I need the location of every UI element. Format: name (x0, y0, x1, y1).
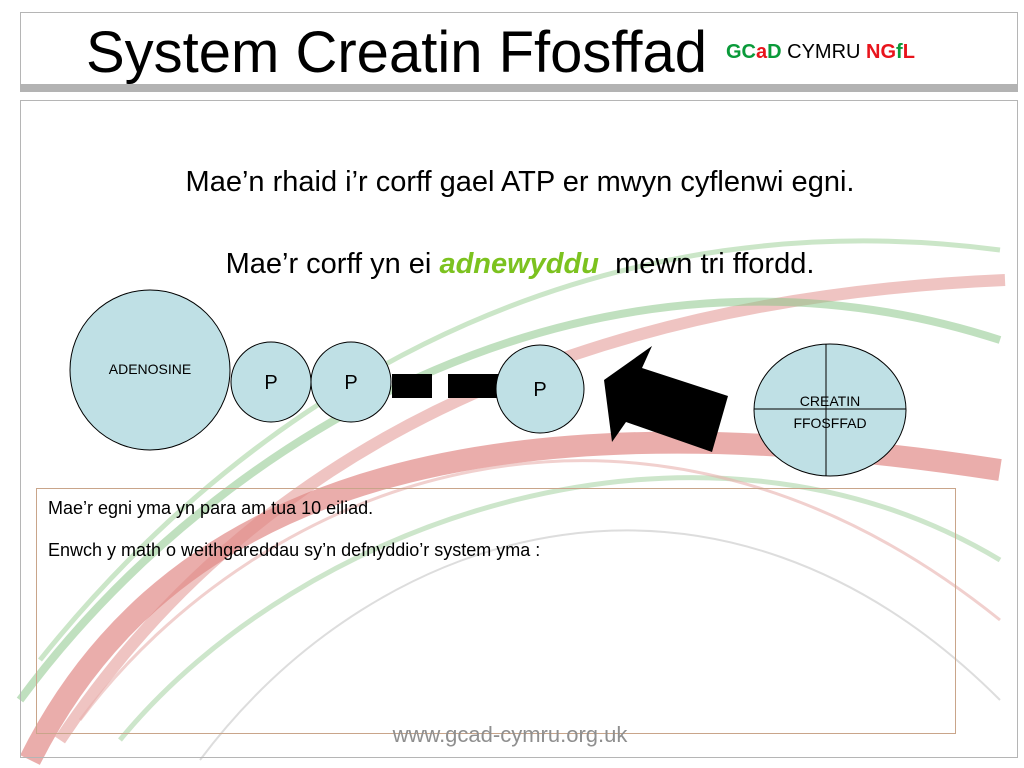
bond-left (392, 374, 432, 398)
creatine-phosphate-circle (753, 343, 907, 477)
phosphate-label-3: P (533, 379, 546, 401)
renewal-text-after: mewn tri ffordd. (598, 248, 815, 280)
logo-gc: GC (726, 41, 756, 63)
phosphate-circle-2 (310, 341, 392, 423)
swoosh-pink-thin (78, 459, 1001, 721)
creatine-label-line1: CREATIN (800, 393, 860, 409)
question-line-2: Enwch y math o weithgareddau sy’n defnyd… (48, 540, 541, 560)
logo-l: L (902, 41, 915, 63)
renewal-text-before: Mae’r corff yn ei (225, 248, 440, 280)
title-rule (20, 84, 1018, 92)
gcad-logo: GCaD CYMRU NGfL (726, 40, 915, 64)
phosphate-circle-3 (495, 344, 585, 434)
logo-f: f (896, 41, 903, 63)
creatine-label-line2: FFOSFFAD (793, 415, 866, 431)
swoosh-green-1 (16, 297, 1002, 703)
adenosine-circle (69, 289, 231, 451)
swoosh-green-2 (38, 238, 1001, 662)
adenosine-label: ADENOSINE (109, 361, 191, 377)
highlight-word: adnewyddu (439, 248, 599, 280)
regeneration-arrow (604, 346, 728, 452)
question-box (36, 488, 956, 734)
swoosh-red-medium (55, 274, 1006, 744)
renewal-statement: Mae’r corff yn ei adnewyddu mewn tri ffo… (20, 248, 1020, 281)
content-frame (20, 100, 1018, 758)
title-frame (20, 12, 1018, 85)
swoosh-red-thick (20, 431, 1002, 765)
bond-right (448, 374, 500, 398)
question-line-1: Mae’r egni yma yn para am tua 10 eiliad. (48, 498, 374, 518)
logo-ng: NG (866, 41, 897, 63)
swoosh-green-3 (118, 475, 1002, 742)
logo-a: a (756, 41, 768, 63)
footer-url[interactable]: www.gcad-cymru.org.uk (392, 722, 628, 747)
logo-d: D (767, 41, 782, 63)
logo-cymru: CYMRU (781, 41, 867, 63)
swoosh-gray-thin (199, 529, 1001, 761)
phosphate-label-1: P (264, 372, 277, 394)
phosphate-label-2: P (344, 372, 357, 394)
page-title: System Creatin Ffosffad (86, 20, 708, 85)
atp-statement: Mae’n rhaid i’r corff gael ATP er mwyn c… (185, 166, 855, 198)
